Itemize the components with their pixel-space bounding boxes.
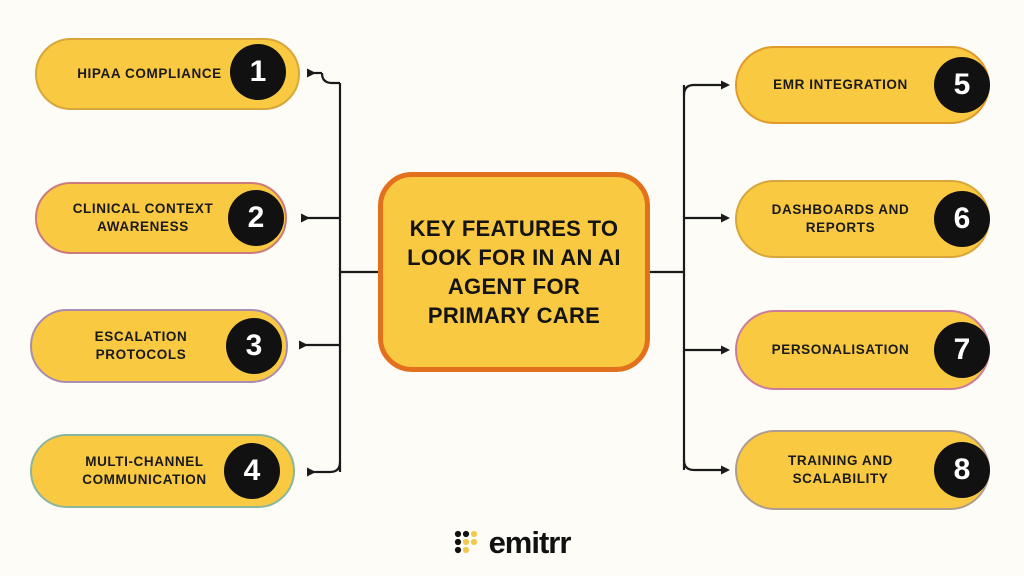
emitrr-dot-logo-icon (454, 530, 477, 553)
feature-node-6-label: DASHBOARDS AND REPORTS (771, 201, 910, 235)
feature-badge-5-number: 5 (953, 68, 971, 101)
feature-badge-3: 3 (226, 318, 282, 374)
feature-node-1-label: HIPAA COMPLIANCE (77, 65, 222, 81)
feature-badge-2-number: 2 (247, 201, 265, 234)
feature-node-7-label: PERSONALISATION (771, 341, 910, 357)
center-node-title: KEY FEATURES TO LOOK FOR IN AN AI AGENT … (407, 215, 621, 329)
feature-node-4-label: MULTI-CHANNEL COMMUNICATION (82, 453, 207, 487)
feature-badge-6-number: 6 (953, 202, 971, 235)
feature-badge-6: 6 (934, 191, 990, 247)
feature-badge-8-number: 8 (953, 453, 971, 486)
feature-node-6[interactable]: DASHBOARDS AND REPORTS (735, 180, 990, 258)
feature-badge-4: 4 (224, 443, 280, 499)
feature-badge-7: 7 (934, 322, 990, 378)
feature-node-5-label: EMR INTEGRATION (773, 76, 908, 92)
feature-badge-1-number: 1 (249, 55, 267, 88)
footer-logo: emitrr (0, 527, 1024, 558)
brand-name: emitrr (488, 525, 572, 560)
feature-node-8-label: TRAINING AND SCALABILITY (788, 452, 893, 486)
feature-badge-5: 5 (934, 57, 990, 113)
feature-node-3-label: ESCALATION PROTOCOLS (94, 328, 188, 362)
feature-node-2-label: CLINICAL CONTEXT AWARENESS (72, 200, 214, 234)
feature-badge-1: 1 (230, 44, 286, 100)
feature-badge-8: 8 (934, 442, 990, 498)
feature-badge-7-number: 7 (953, 333, 971, 366)
center-node[interactable]: KEY FEATURES TO LOOK FOR IN AN AI AGENT … (378, 172, 650, 372)
feature-badge-2: 2 (228, 190, 284, 246)
feature-badge-3-number: 3 (245, 329, 263, 362)
feature-badge-4-number: 4 (243, 454, 261, 487)
